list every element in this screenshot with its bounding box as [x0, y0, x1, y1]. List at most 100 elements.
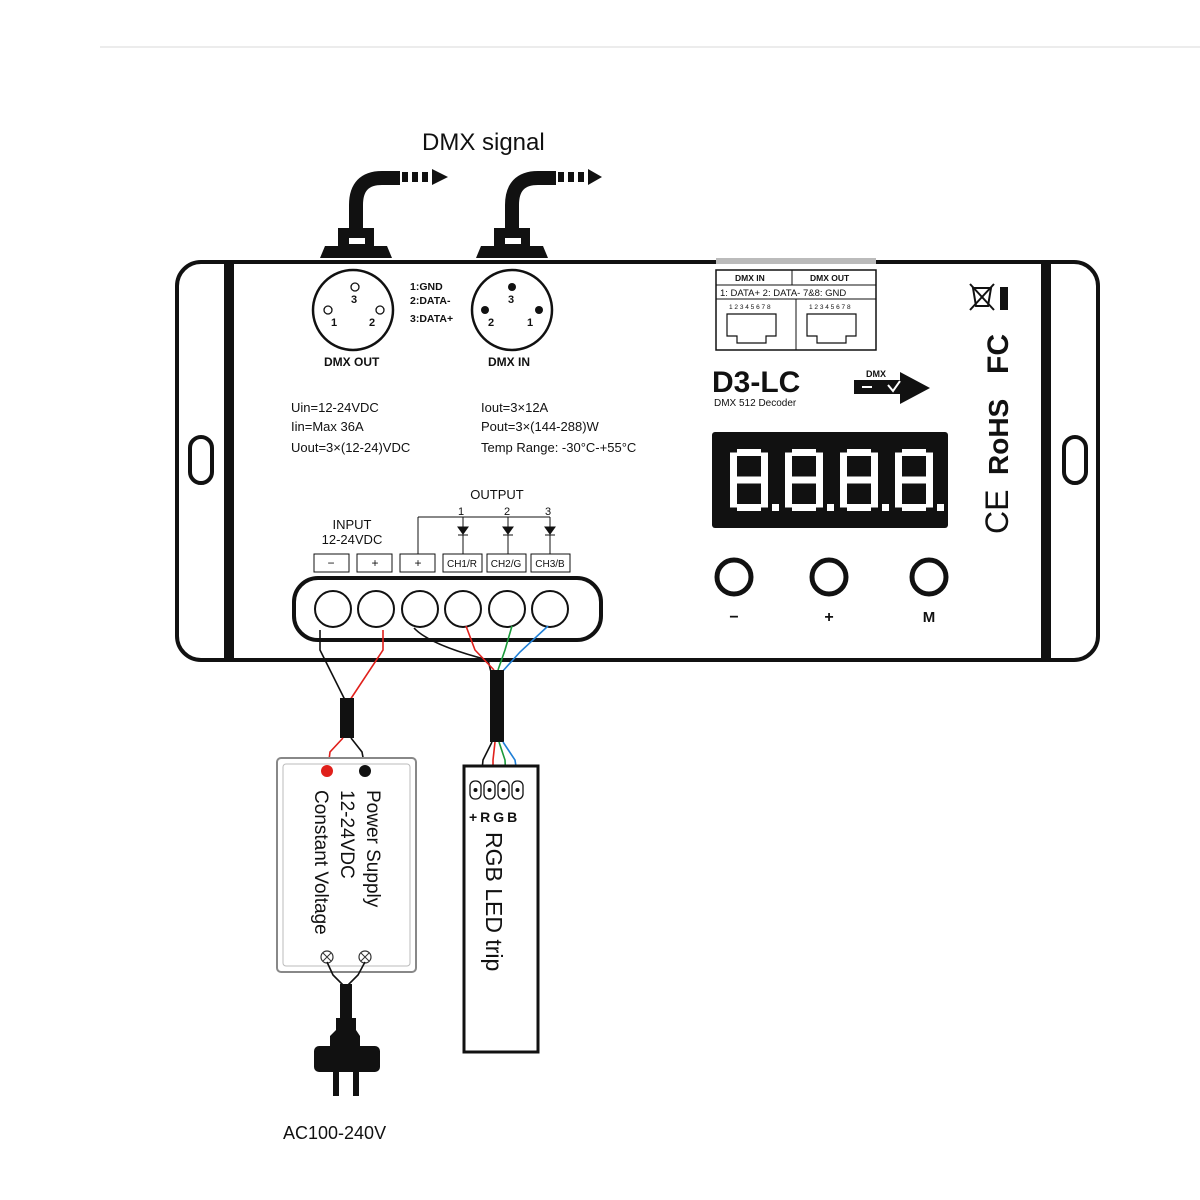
- output-channel-2: 2: [504, 506, 510, 518]
- input-voltage: 12-24VDC: [322, 532, 383, 547]
- plus-button[interactable]: [809, 557, 849, 597]
- output-channel-1: 1: [458, 506, 464, 518]
- display-segment: [761, 480, 768, 508]
- terminal-label-input-minus: −: [327, 556, 334, 570]
- terminal-label-ch3: CH3/B: [535, 559, 565, 570]
- display-segment: [785, 480, 792, 508]
- psu-line1: Power Supply: [362, 790, 383, 908]
- display-digit: [895, 449, 944, 511]
- display-segment: [871, 480, 878, 508]
- rj45-out-pin-numbers: 1 2 3 4 5 6 7 8: [809, 304, 851, 311]
- spec-iout: Iout=3×12A: [481, 400, 549, 415]
- fcc-mark: FC: [982, 334, 1015, 374]
- rj45-in-label: DMX IN: [735, 273, 765, 283]
- display-segment: [761, 452, 768, 480]
- xlr-in-pin1: 1: [527, 317, 533, 329]
- terminal-labels: − + + CH1/R CH2/G CH3/B: [313, 553, 571, 573]
- display-segment: [926, 452, 933, 480]
- xlr-out-pin3: 3: [351, 294, 357, 306]
- terminal-label-ch1: CH1/R: [447, 559, 477, 570]
- spec-pout: Pout=3×(144-288)W: [481, 419, 600, 434]
- dmx-signal-label: DMX signal: [422, 129, 545, 156]
- mounting-slot-left: [188, 435, 214, 485]
- display-decimal-point: [882, 504, 889, 511]
- display-segment: [902, 504, 926, 511]
- xlr-in-pin2: 2: [488, 317, 494, 329]
- ce-mark: CE: [979, 490, 1015, 534]
- psu-negative-terminal: [359, 765, 371, 777]
- minus-button[interactable]: [714, 557, 754, 597]
- dmx-direction-icon: DMX: [854, 369, 930, 404]
- display-segment: [737, 504, 761, 511]
- strip-pin-labels: +RGB: [469, 809, 520, 825]
- display-segment: [737, 476, 761, 484]
- display-segment: [895, 480, 902, 508]
- mounting-slot-right: [1062, 435, 1088, 485]
- display-segment: [840, 452, 847, 480]
- xlr-pinout-2: 2:DATA-: [410, 295, 451, 307]
- display-segment: [816, 452, 823, 480]
- display-segment: [926, 480, 933, 508]
- dmx-direction-label: DMX: [866, 369, 886, 379]
- output-schematic: [417, 516, 556, 554]
- mains-voltage-label: AC100-240V: [283, 1123, 386, 1143]
- power-supply-unit: Power Supply 12-24VDC Constant Voltage: [276, 757, 417, 973]
- led-output-wires: [413, 625, 549, 781]
- rj45-out-jack: [806, 313, 857, 344]
- display-decimal-point: [772, 504, 779, 511]
- input-title: INPUT: [333, 517, 372, 532]
- display-segment: [737, 449, 761, 456]
- display-segment: [816, 480, 823, 508]
- rj45-in-pin-numbers: 1 2 3 4 5 6 7 8: [729, 304, 771, 311]
- display-segment: [847, 476, 871, 484]
- terminal-block: [292, 576, 603, 642]
- mode-button-label: M: [923, 609, 936, 626]
- xlr-out-pin1: 1: [331, 317, 337, 329]
- display-segment: [730, 452, 737, 480]
- display-segment: [902, 449, 926, 456]
- xlr-pinout-1: 1:GND: [410, 281, 443, 293]
- model-name: D3-LC: [712, 366, 800, 399]
- strip-label: RGB LED trip: [481, 832, 507, 971]
- terminal-label-output-plus: +: [414, 556, 421, 570]
- display-decimal-point: [827, 504, 834, 511]
- plus-button-label: +: [824, 609, 833, 626]
- spec-uout: Uout=3×(12-24)VDC: [291, 440, 410, 455]
- xlr-out-label: DMX OUT: [324, 355, 380, 369]
- dmx-out-signal-arrow: [402, 169, 448, 185]
- rj45-pin-description: 1: DATA+ 2: DATA- 7&8: GND: [720, 288, 846, 299]
- display-digit: [840, 449, 889, 511]
- spec-iin: Iin=Max 36A: [291, 419, 364, 434]
- display-digit: [785, 449, 834, 511]
- xlr-in-pin3: 3: [508, 294, 514, 306]
- display-segment: [785, 452, 792, 480]
- psu-line2: 12-24VDC: [336, 790, 357, 879]
- psu-positive-terminal: [321, 765, 333, 777]
- rj45-port-block: DMX IN DMX OUT 1: DATA+ 2: DATA- 7&8: GN…: [715, 269, 877, 351]
- model-subtitle: DMX 512 Decoder: [714, 398, 797, 409]
- display-segment: [895, 452, 902, 480]
- output-title: OUTPUT: [470, 487, 524, 502]
- xlr-in-label: DMX IN: [488, 355, 530, 369]
- display-segment: [792, 449, 816, 456]
- minus-button-label: −: [729, 609, 738, 626]
- xlr-out-pin2: 2: [369, 317, 375, 329]
- dmx-out-cable: [320, 169, 448, 258]
- xlr-dmx-in-connector: 3 2 1: [470, 268, 554, 352]
- display-segment: [792, 504, 816, 511]
- display-segment: [847, 504, 871, 511]
- display-decimal-point: [937, 504, 944, 511]
- dmx-in-cable: [476, 169, 602, 258]
- mode-button[interactable]: [909, 557, 949, 597]
- seven-segment-display: [712, 432, 948, 528]
- spec-uin: Uin=12-24VDC: [291, 400, 379, 415]
- psu-line3: Constant Voltage: [310, 790, 331, 935]
- terminal-label-ch2: CH2/G: [491, 559, 522, 570]
- rj45-out-label: DMX OUT: [810, 273, 850, 283]
- mains-plug: [314, 961, 380, 1096]
- display-segment: [902, 476, 926, 484]
- xlr-dmx-out-connector: 3 1 2: [311, 268, 395, 352]
- display-segment: [847, 449, 871, 456]
- rohs-mark: RoHS: [983, 399, 1014, 475]
